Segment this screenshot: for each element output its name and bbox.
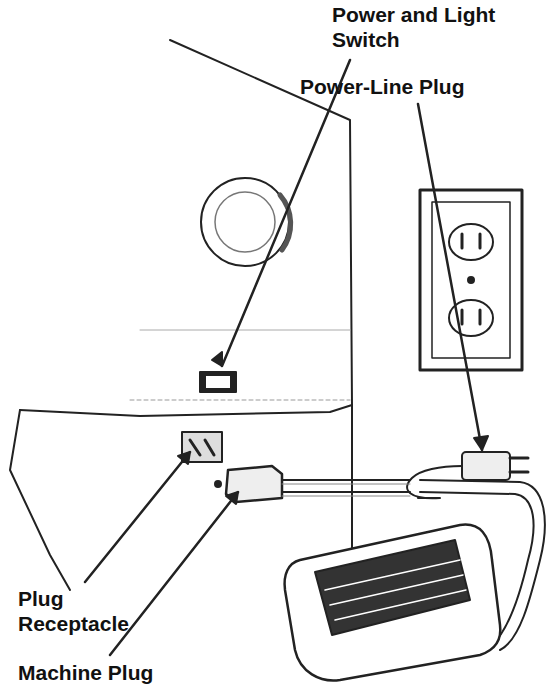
arrowhead [226, 492, 238, 504]
foot-controller [285, 525, 501, 681]
wall-plate [420, 190, 522, 370]
part-label: Power and Light Switch [332, 2, 532, 52]
handwheel-hub [215, 192, 275, 252]
handwheel [201, 178, 289, 266]
outlet-slots [462, 234, 480, 324]
foot-pedal-pad [315, 540, 470, 635]
leader-line [222, 60, 350, 366]
arrowhead [178, 452, 190, 464]
power-switch-face [206, 376, 230, 388]
leader-line [85, 452, 190, 582]
outlet-screw [468, 277, 474, 283]
leader-line [418, 104, 482, 450]
power-switch [200, 372, 236, 392]
screw [215, 481, 221, 487]
arrowhead [212, 352, 222, 366]
plug-prongs [510, 458, 528, 472]
machine-seam [130, 400, 350, 401]
plug-wires [282, 484, 410, 496]
machine-side [351, 405, 353, 560]
leader-line [110, 492, 238, 655]
receptacle-pins [190, 440, 214, 455]
arrowhead [474, 436, 488, 450]
plug-wires [282, 480, 410, 492]
machine-bed [10, 410, 70, 590]
outlet-socket [449, 224, 493, 260]
wall-plate-inner [432, 202, 510, 358]
machine-base-edge [20, 405, 352, 416]
pedal-ridges [325, 560, 466, 620]
part-label: Plug Receptacle [18, 586, 148, 636]
machine-seam [140, 330, 350, 331]
power-line-plug [462, 452, 510, 480]
part-label: Machine Plug [18, 660, 238, 685]
part-label: Power-Line Plug [300, 74, 540, 99]
